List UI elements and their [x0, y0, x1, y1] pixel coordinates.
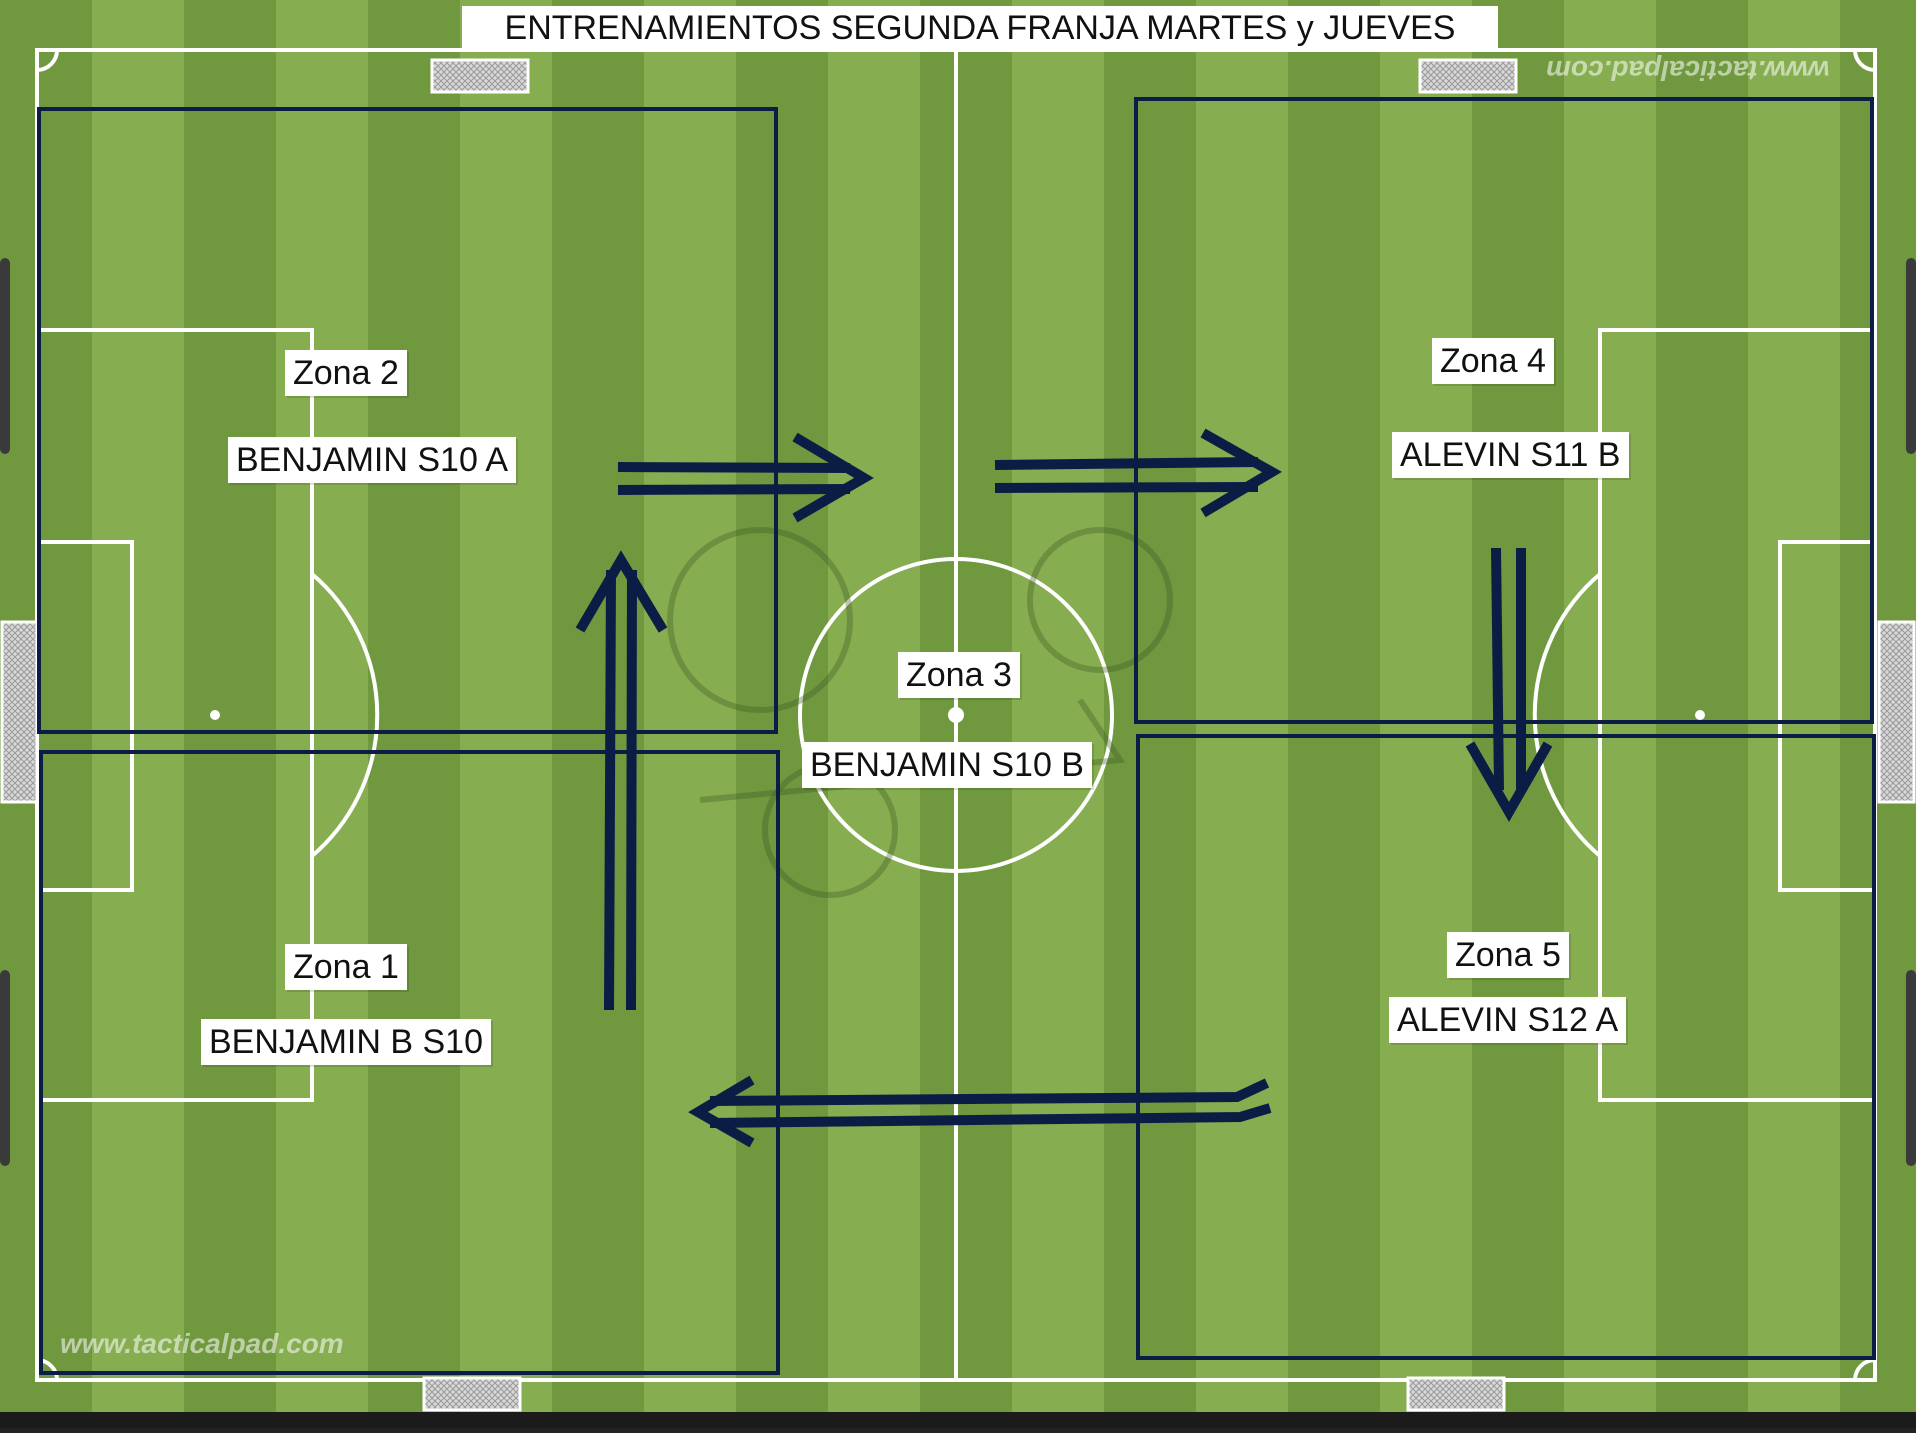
zone-4-label: Zona 4: [1432, 338, 1554, 384]
centre-circle: [798, 557, 1114, 873]
zones: [37, 97, 1876, 1375]
zone-5-area: [1136, 734, 1876, 1360]
corner-arc-top-right: [1853, 49, 1876, 72]
left-goal-net: [0, 620, 39, 804]
arrow-zona1-to-zona2: [575, 550, 668, 1011]
bottom-bar: [0, 1412, 1916, 1428]
corner-arc-top-left: [36, 49, 59, 72]
zone-3-team-label: BENJAMIN S10 B: [802, 742, 1092, 788]
zone-2-team-label: BENJAMIN S10 A: [228, 437, 517, 483]
right-edge-tab-lower: [1906, 970, 1916, 1166]
zone-5-label: Zona 5: [1447, 932, 1569, 978]
bottom-mini-goal-right: [1406, 1376, 1506, 1412]
corner-arc-bottom-right: [1853, 1358, 1876, 1381]
top-mini-goal-right: [1418, 58, 1518, 94]
zone-2-label: Zona 2: [285, 350, 407, 396]
left-penalty-spot: [210, 710, 220, 720]
right-goal-net: [1877, 620, 1916, 804]
tacticalpad-watermark: www.tacticalpad.com: [60, 1328, 344, 1359]
right-penalty-spot: [1695, 710, 1705, 720]
arrow-zona4-to-zona5: [1465, 547, 1553, 823]
zone-4-area: [1134, 97, 1874, 724]
zone-4-team-label: ALEVIN S11 B: [1392, 432, 1629, 478]
zone-1-label: Zona 1: [285, 944, 407, 990]
bottom-mini-goal-left: [422, 1376, 522, 1412]
zone-2-area: [37, 107, 778, 734]
right-goal-area: [1778, 540, 1877, 892]
top-mini-goal-left: [430, 58, 530, 94]
zone-5-team-label: ALEVIN S12 A: [1389, 997, 1627, 1043]
tacticalpad-watermark-mirrored: www.tacticalpad.com: [1546, 55, 1830, 86]
centre-spot: [948, 707, 964, 723]
left-edge-tab-lower: [0, 970, 10, 1166]
arrow-zona2-to-zona3: [617, 432, 874, 523]
left-penalty-arc: [310, 572, 380, 858]
arrow-zona5-to-zona1: [688, 1075, 1272, 1148]
rotation-arrows: [575, 428, 1553, 1148]
zone-1-team-label: BENJAMIN B S10: [201, 1019, 491, 1065]
zone-1-area: [39, 750, 780, 1375]
left-edge-tab-upper: [0, 258, 10, 454]
zone-3-label: Zona 3: [898, 652, 1020, 698]
right-penalty-arc: [1532, 572, 1602, 858]
arrow-zona3-to-zona4: [994, 428, 1282, 518]
right-edge-tab-upper: [1906, 258, 1916, 454]
page-title: ENTRENAMIENTOS SEGUNDA FRANJA MARTES y J…: [462, 6, 1498, 50]
